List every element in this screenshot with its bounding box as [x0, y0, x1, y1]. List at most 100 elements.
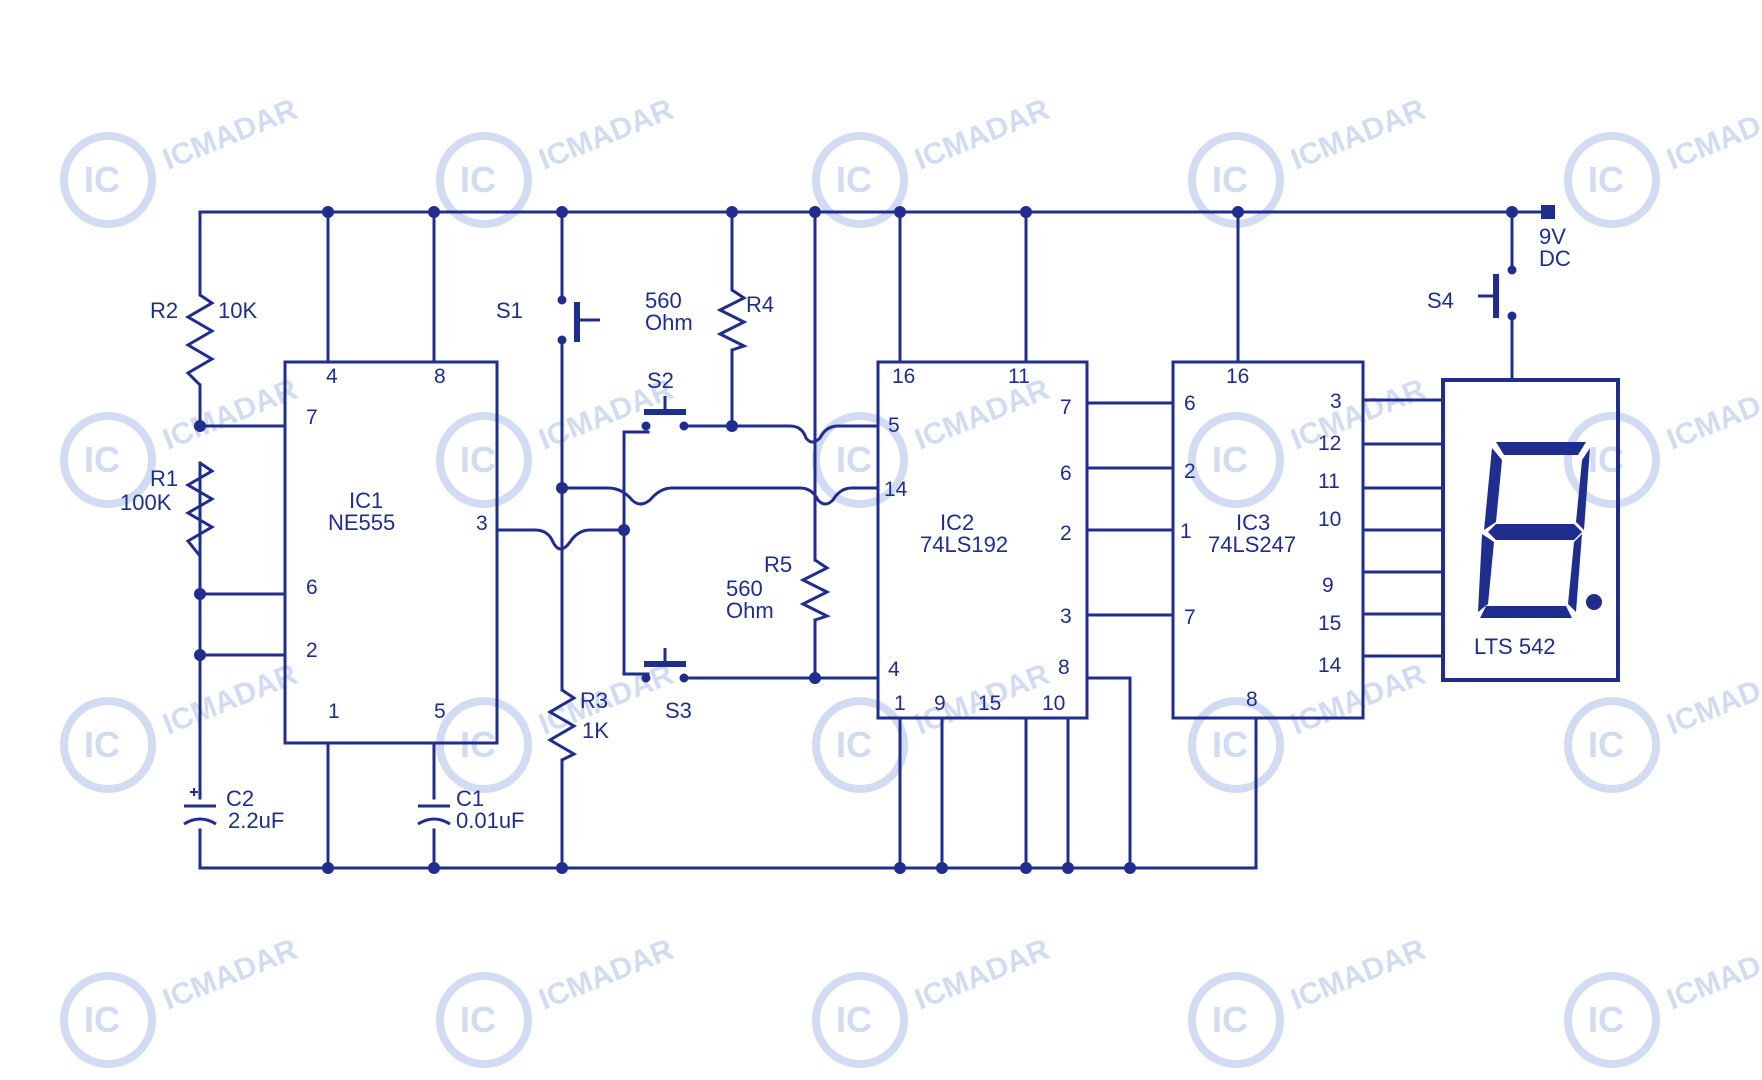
digit-8-segments — [1478, 442, 1602, 618]
s1-label: S1 — [496, 298, 523, 323]
resistor-r1 — [185, 461, 215, 557]
r3-label: R3 — [580, 688, 608, 713]
watermark-logo: IC ICMADAR — [60, 933, 302, 1068]
svg-text:IC: IC — [836, 999, 872, 1040]
display-part-label: LTS 542 — [1474, 634, 1556, 659]
junction-dots — [194, 206, 1518, 874]
ic2-part: 74LS192 — [920, 532, 1008, 557]
svg-text:IC: IC — [1212, 724, 1248, 765]
r4-value: 560 — [645, 288, 682, 313]
svg-text:ICMADAR: ICMADAR — [158, 933, 302, 1017]
s4-label: S4 — [1427, 288, 1454, 313]
power-label-dc: DC — [1539, 246, 1571, 271]
ic1-pin-7: 7 — [306, 406, 318, 429]
ic3-part: 74LS247 — [1208, 532, 1296, 557]
resistor-r2 — [185, 293, 215, 387]
svg-text:IC: IC — [460, 439, 496, 480]
ic1-pin-1: 1 — [328, 700, 340, 723]
ic2-pin-8: 8 — [1058, 656, 1070, 679]
svg-text:IC: IC — [836, 439, 872, 480]
wires — [198, 210, 1550, 870]
ic1-pin-5: 5 — [434, 700, 446, 723]
watermark-logo: IC ICMADAR — [812, 93, 1054, 228]
svg-text:ICMADAR: ICMADAR — [1662, 373, 1762, 457]
ic2-pin-7: 7 — [1060, 396, 1072, 419]
ic3-pin-9: 9 — [1322, 574, 1334, 597]
r2-value: 10K — [218, 298, 257, 323]
ic3-pin-1: 1 — [1180, 520, 1192, 543]
r1-value: 100K — [120, 490, 172, 515]
svg-text:IC: IC — [84, 999, 120, 1040]
svg-text:ICMADAR: ICMADAR — [910, 93, 1054, 177]
ic2-pin-14: 14 — [884, 478, 908, 501]
ic2-pin-9: 9 — [934, 692, 946, 715]
ic2-pin-4: 4 — [888, 658, 900, 681]
resistor-r5 — [799, 558, 831, 622]
ic3-pin-15: 15 — [1318, 612, 1341, 635]
ic2-74ls192: IC2 74LS192 16 11 5 14 4 7 6 2 3 8 1 9 1… — [876, 360, 1089, 720]
c1-value: 0.01uF — [456, 808, 525, 833]
watermark-logo: IC ICMADAR — [60, 658, 302, 793]
switch-s1 — [557, 295, 600, 345]
ic2-name: IC2 — [940, 510, 974, 535]
r1-label: R1 — [150, 466, 178, 491]
ic3-pin-11: 11 — [1318, 470, 1340, 493]
svg-text:IC: IC — [1588, 999, 1624, 1040]
svg-text:ICMADAR: ICMADAR — [158, 658, 302, 742]
watermark-logo: IC ICMADAR — [1188, 93, 1430, 228]
ic1-pin-6: 6 — [306, 576, 318, 599]
svg-text:ICMADAR: ICMADAR — [534, 933, 678, 1017]
power-label: 9V — [1539, 224, 1566, 249]
ic1-ne555: IC1 NE555 4 8 7 6 2 1 5 3 — [283, 360, 499, 745]
ic1-pin-8: 8 — [434, 365, 446, 388]
resistor-r3 — [547, 688, 578, 762]
svg-text:ICMADAR: ICMADAR — [1662, 93, 1762, 177]
svg-text:ICMADAR: ICMADAR — [1662, 658, 1762, 742]
r5-value-unit: Ohm — [726, 598, 774, 623]
c2-value: 2.2uF — [228, 808, 284, 833]
r2-label: R2 — [150, 298, 178, 323]
watermark-layer: IC ICMADAR IC ICMADAR IC ICMADAR IC ICMADAR IC IC… — [60, 93, 1762, 1068]
ic3-pin-6: 6 — [1184, 392, 1196, 415]
ic1-pin-3: 3 — [476, 512, 488, 535]
ic2-pin-2: 2 — [1060, 522, 1072, 545]
ic2-pin-10: 10 — [1042, 692, 1065, 715]
svg-text:IC: IC — [1588, 724, 1624, 765]
svg-text:IC: IC — [1212, 159, 1248, 200]
svg-text:IC: IC — [84, 724, 120, 765]
capacitor-c1 — [417, 804, 451, 826]
r4-label: R4 — [746, 292, 774, 317]
svg-text:ICMADAR: ICMADAR — [1286, 93, 1430, 177]
c1-label: C1 — [456, 786, 484, 811]
switch-s3 — [641, 648, 689, 683]
ic3-pin-2: 2 — [1184, 460, 1196, 483]
svg-text:IC: IC — [84, 439, 120, 480]
r3-value: 1K — [582, 718, 609, 743]
svg-text:IC: IC — [836, 159, 872, 200]
ic1-part: NE555 — [328, 510, 395, 535]
ic3-pin-8: 8 — [1246, 688, 1258, 711]
c2-label: C2 — [226, 786, 254, 811]
ic1-pin-2: 2 — [306, 639, 318, 662]
power-terminal — [1541, 205, 1555, 219]
ic1-pin-4: 4 — [326, 365, 338, 388]
r4-value-unit: Ohm — [645, 310, 693, 335]
seven-segment-display: LTS 542 — [1441, 378, 1620, 682]
switch-s4 — [1478, 265, 1517, 321]
ic3-74ls247: IC3 74LS247 16 6 2 1 7 3 12 11 10 9 15 1… — [1171, 360, 1365, 720]
ic3-pin-16: 16 — [1226, 365, 1249, 388]
resistor-r4 — [716, 288, 748, 352]
ic3-pin-3: 3 — [1330, 390, 1342, 413]
